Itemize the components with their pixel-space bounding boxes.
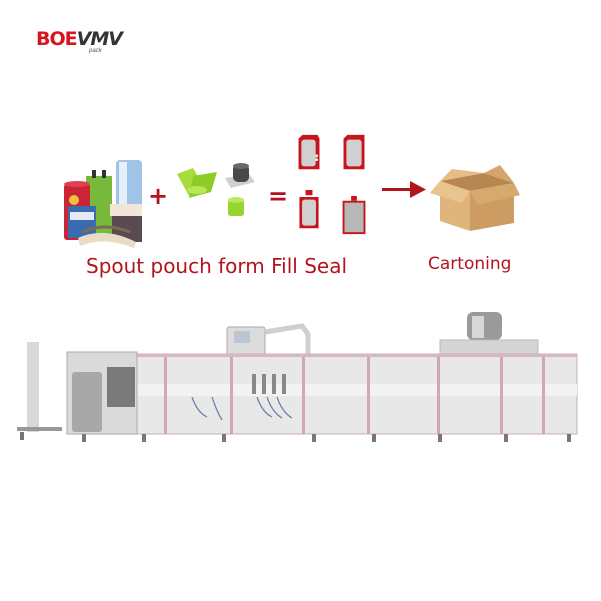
spout-cap-image xyxy=(175,162,265,232)
logo-wordmark: BOEVMV xyxy=(36,28,123,50)
logo-subtitle: pack xyxy=(89,48,102,54)
brand-logo: BOEVMV pack xyxy=(36,28,123,58)
right-arrow-icon xyxy=(382,180,427,200)
spout-pouch-3 xyxy=(296,190,322,230)
spout-pouch-4 xyxy=(341,196,367,236)
equals-sign: = xyxy=(268,182,289,210)
spout-pouch-1 xyxy=(296,133,322,173)
plus-sign: + xyxy=(148,182,169,210)
caption-spout-pouch-ffs: Spout pouch form Fill Seal xyxy=(86,254,348,278)
carton-box-image xyxy=(430,163,520,235)
caption-cartoning: Cartoning xyxy=(428,254,512,274)
spout-pouch-2 xyxy=(341,133,367,173)
film-rolls-image xyxy=(64,140,146,248)
spout-pouch-machine-image xyxy=(12,312,592,447)
